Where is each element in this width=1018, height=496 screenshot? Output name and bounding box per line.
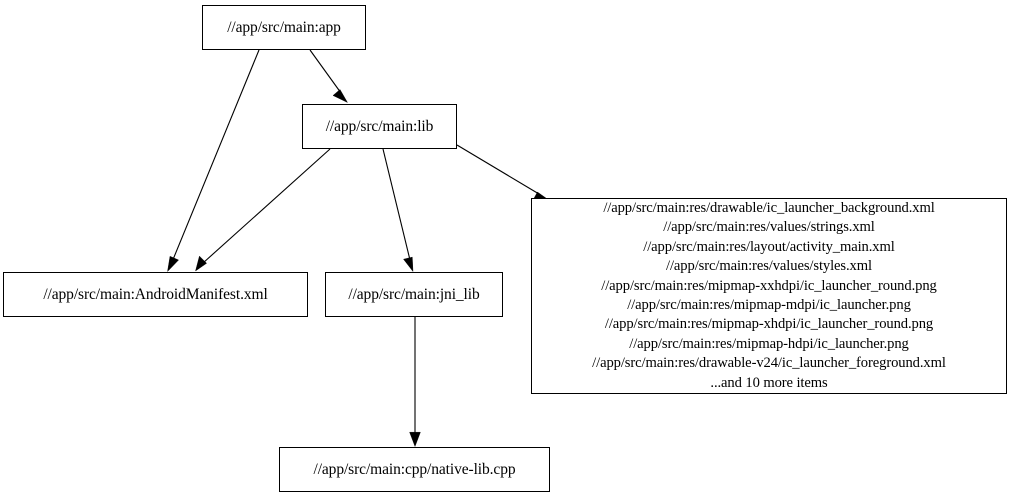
edge-app-to-manifest — [167, 49, 260, 273]
node-app[interactable]: //app/src/main:app — [202, 5, 366, 50]
edge-lib-to-resources — [456, 144, 549, 201]
node-app-label: //app/src/main:app — [227, 18, 341, 36]
node-lib[interactable]: //app/src/main:lib — [302, 104, 457, 149]
node-lib-label: //app/src/main:lib — [325, 117, 434, 135]
node-android-manifest[interactable]: //app/src/main:AndroidManifest.xml — [3, 272, 308, 317]
edge-jni_lib-to-native_lib — [409, 317, 421, 448]
edge-app-to-lib — [309, 49, 348, 103]
edge-lib-to-manifest — [195, 148, 331, 272]
node-native-lib-cpp[interactable]: //app/src/main:cpp/native-lib.cpp — [279, 447, 550, 492]
node-jni-lib-label: //app/src/main:jni_lib — [348, 285, 480, 303]
edge-lib-to-jni_lib — [382, 148, 414, 273]
node-jni-lib[interactable]: //app/src/main:jni_lib — [325, 272, 503, 317]
node-native-lib-cpp-label: //app/src/main:cpp/native-lib.cpp — [313, 460, 516, 478]
node-android-manifest-label: //app/src/main:AndroidManifest.xml — [43, 285, 268, 303]
node-resources[interactable]: //app/src/main:res/drawable/ic_launcher_… — [531, 198, 1007, 394]
node-resources-label: //app/src/main:res/drawable/ic_launcher_… — [592, 199, 946, 391]
